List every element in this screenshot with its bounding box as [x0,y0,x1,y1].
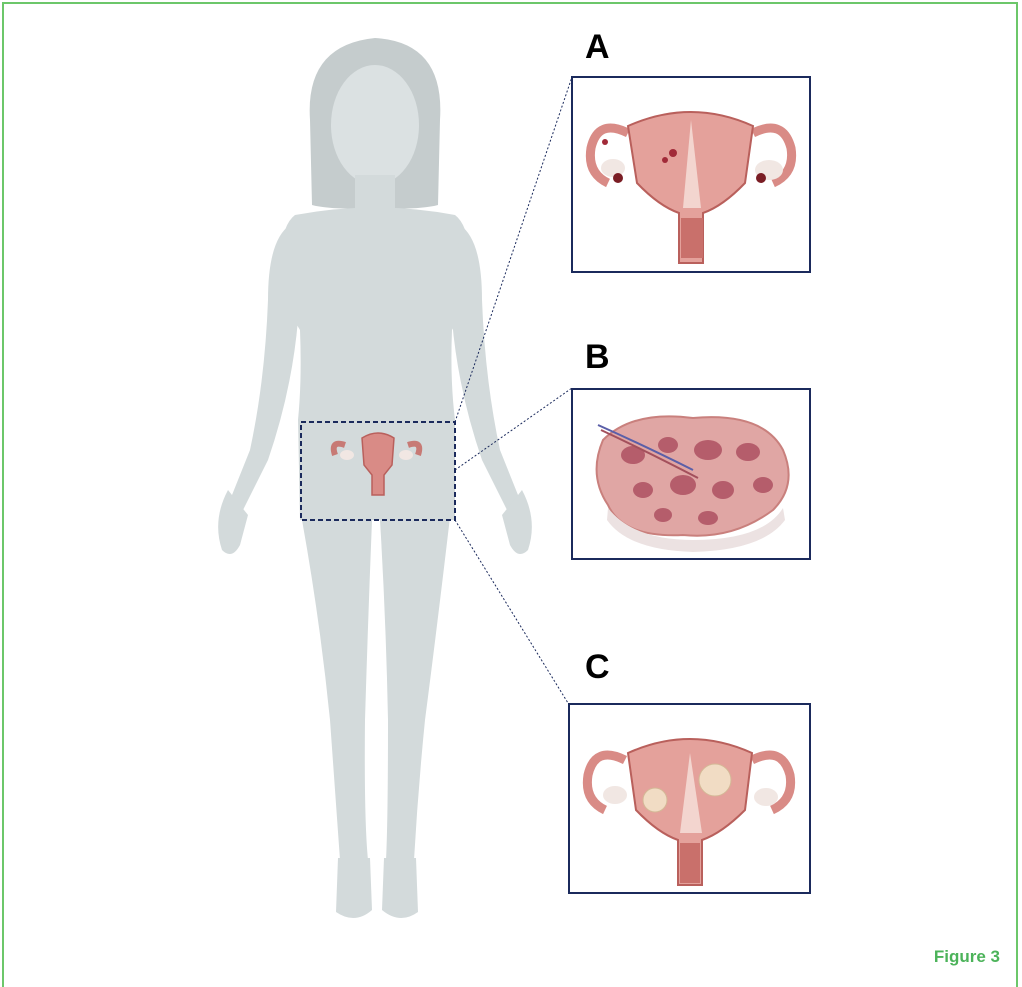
panel-c-letter: C [585,650,610,684]
polycystic-ovary-icon [573,390,809,558]
endometriosis-uterus-icon [573,78,809,271]
panel-a-letter: A [585,30,610,64]
panel-a-box [571,76,811,273]
panel-c-box [568,703,811,894]
figure-label: Figure 3 [934,947,1000,967]
panel-b-letter: B [585,340,610,374]
uterine-fibroids-icon [570,705,809,892]
panel-b-box [571,388,811,560]
